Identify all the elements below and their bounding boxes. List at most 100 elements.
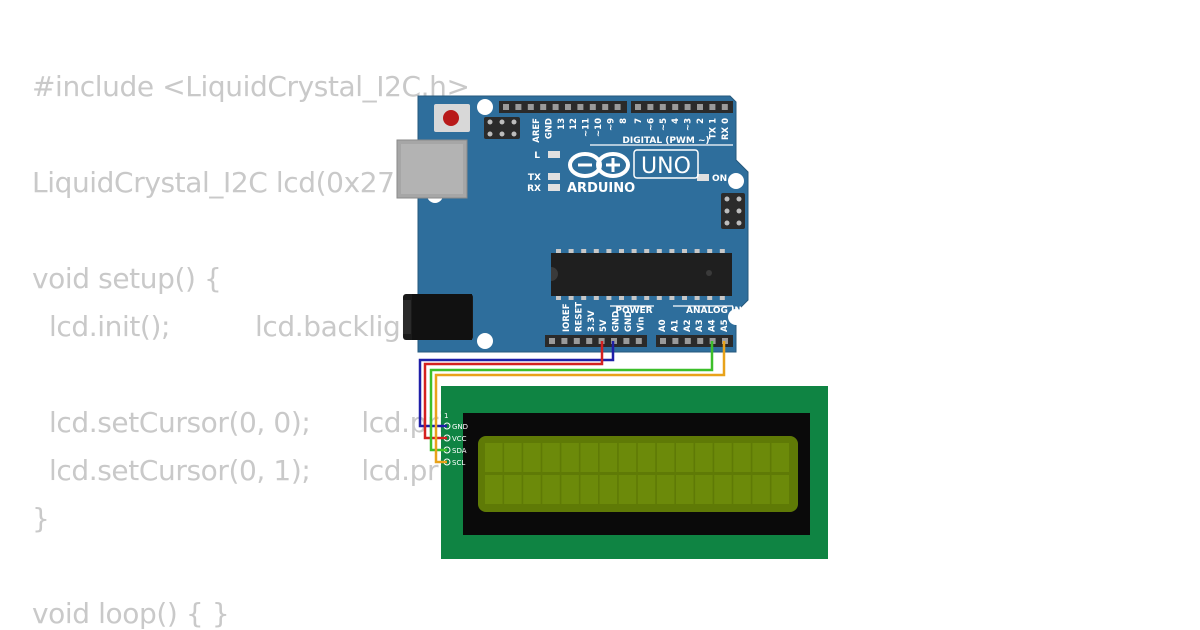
pin-label: 3.3V xyxy=(587,310,597,332)
led-on: ON xyxy=(697,174,727,184)
svg-text:RX: RX xyxy=(527,184,541,194)
arduino-infinity-logo xyxy=(568,152,630,178)
header-pin[interactable] xyxy=(635,104,641,110)
header-pin[interactable] xyxy=(672,104,679,110)
wire-gnd[interactable] xyxy=(418,341,615,428)
header-pin[interactable] xyxy=(586,338,593,344)
mounting-hole xyxy=(728,309,744,325)
uno-badge: UNO xyxy=(633,149,699,179)
pin-label: A0 xyxy=(658,319,668,332)
pin-label: 5V xyxy=(599,319,609,332)
pin-label: 7 xyxy=(634,118,644,124)
lcd-char-cell xyxy=(752,443,770,472)
pin-label: A1 xyxy=(670,319,680,332)
lcd-pin-label: SDA xyxy=(452,447,467,455)
atmega-chip xyxy=(551,249,732,300)
lcd-char-cell xyxy=(504,475,522,504)
mounting-hole xyxy=(477,333,493,349)
header-pin[interactable] xyxy=(573,338,580,344)
header-pin[interactable] xyxy=(614,104,621,110)
header-pin[interactable] xyxy=(503,104,509,110)
lcd-pin-label: GND xyxy=(452,423,468,431)
pin-label: A4 xyxy=(708,319,718,332)
pin-label: Vin xyxy=(636,317,646,332)
lcd-pin1-label: 1 xyxy=(444,412,448,420)
header-pin[interactable] xyxy=(697,104,703,110)
header-pin[interactable] xyxy=(602,104,609,110)
icsp-header-right xyxy=(721,193,745,229)
lcd-char-cell xyxy=(733,475,751,504)
lcd-char-cell xyxy=(580,475,598,504)
pin-label: 2 xyxy=(696,118,706,124)
header-pin[interactable] xyxy=(552,104,559,110)
header-pin[interactable] xyxy=(515,104,522,110)
power-header xyxy=(545,335,647,347)
svg-text:ON: ON xyxy=(712,174,727,184)
lcd-char-cell xyxy=(733,443,751,472)
lcd-char-cell xyxy=(523,443,541,472)
header-pin[interactable] xyxy=(647,104,654,110)
svg-text:L: L xyxy=(534,151,540,161)
header-pin[interactable] xyxy=(697,338,704,344)
header-pin[interactable] xyxy=(577,104,584,110)
header-pin[interactable] xyxy=(589,104,596,110)
header-pin[interactable] xyxy=(635,338,642,344)
lcd-char-cell xyxy=(504,443,522,472)
header-pin[interactable] xyxy=(684,104,691,110)
reset-button[interactable] xyxy=(434,104,470,132)
analog-header xyxy=(656,335,733,347)
pin-label: 13 xyxy=(557,118,567,130)
lcd-char-cell xyxy=(656,443,675,472)
pin-label: ~11 xyxy=(582,118,592,137)
header-pin[interactable] xyxy=(672,338,679,344)
digital-label: DIGITAL (PWM ~) xyxy=(622,136,709,146)
pin-label: 12 xyxy=(569,118,579,130)
power-jack xyxy=(403,294,473,340)
header-pin[interactable] xyxy=(709,104,716,110)
header-pin[interactable] xyxy=(623,338,630,344)
svg-text:TX: TX xyxy=(528,173,541,183)
pin-label: GND xyxy=(544,118,554,139)
lcd-char-cell xyxy=(695,443,713,472)
header-pin[interactable] xyxy=(565,104,571,110)
arduino-brand: ARDUINO xyxy=(567,181,635,196)
code-line: void loop() { } xyxy=(32,597,230,630)
mounting-hole xyxy=(477,99,493,115)
pin-label: ~5 xyxy=(659,118,669,131)
lcd-char-cell xyxy=(695,475,713,504)
usb-port xyxy=(396,139,468,199)
header-pin[interactable] xyxy=(540,104,547,110)
lcd-char-cell xyxy=(542,443,560,472)
header-pin[interactable] xyxy=(549,338,555,344)
header-pin[interactable] xyxy=(659,104,666,110)
pin-label: A2 xyxy=(683,319,693,332)
lcd-char-cell xyxy=(771,443,789,472)
wire-scl[interactable] xyxy=(434,341,726,464)
header-pin[interactable] xyxy=(721,104,728,110)
lcd-char-cell xyxy=(618,443,637,472)
lcd-pin-label: VCC xyxy=(452,435,467,443)
pin-label: RX 0 xyxy=(721,118,731,140)
header-pin[interactable] xyxy=(684,338,691,344)
lcd-char-cell xyxy=(714,443,732,472)
lcd-char-cell xyxy=(542,475,560,504)
wire-vcc[interactable] xyxy=(423,341,604,440)
header-pin[interactable] xyxy=(561,338,568,344)
lcd-char-cell xyxy=(561,475,579,504)
power-label: POWER xyxy=(615,306,652,316)
header-pin[interactable] xyxy=(527,104,534,110)
lcd-char-cell xyxy=(637,475,656,504)
pin-label: ~10 xyxy=(594,118,604,137)
svg-text:UNO: UNO xyxy=(641,154,691,179)
icsp-header xyxy=(484,117,520,139)
lcd-char-cell xyxy=(676,475,694,504)
header-pin[interactable] xyxy=(660,338,666,344)
lcd-char-cell xyxy=(485,443,503,472)
lcd-char-cell xyxy=(599,475,618,504)
lcd-char-cell xyxy=(676,443,694,472)
pin-label: A5 xyxy=(720,319,730,332)
lcd-char-cell xyxy=(618,475,637,504)
